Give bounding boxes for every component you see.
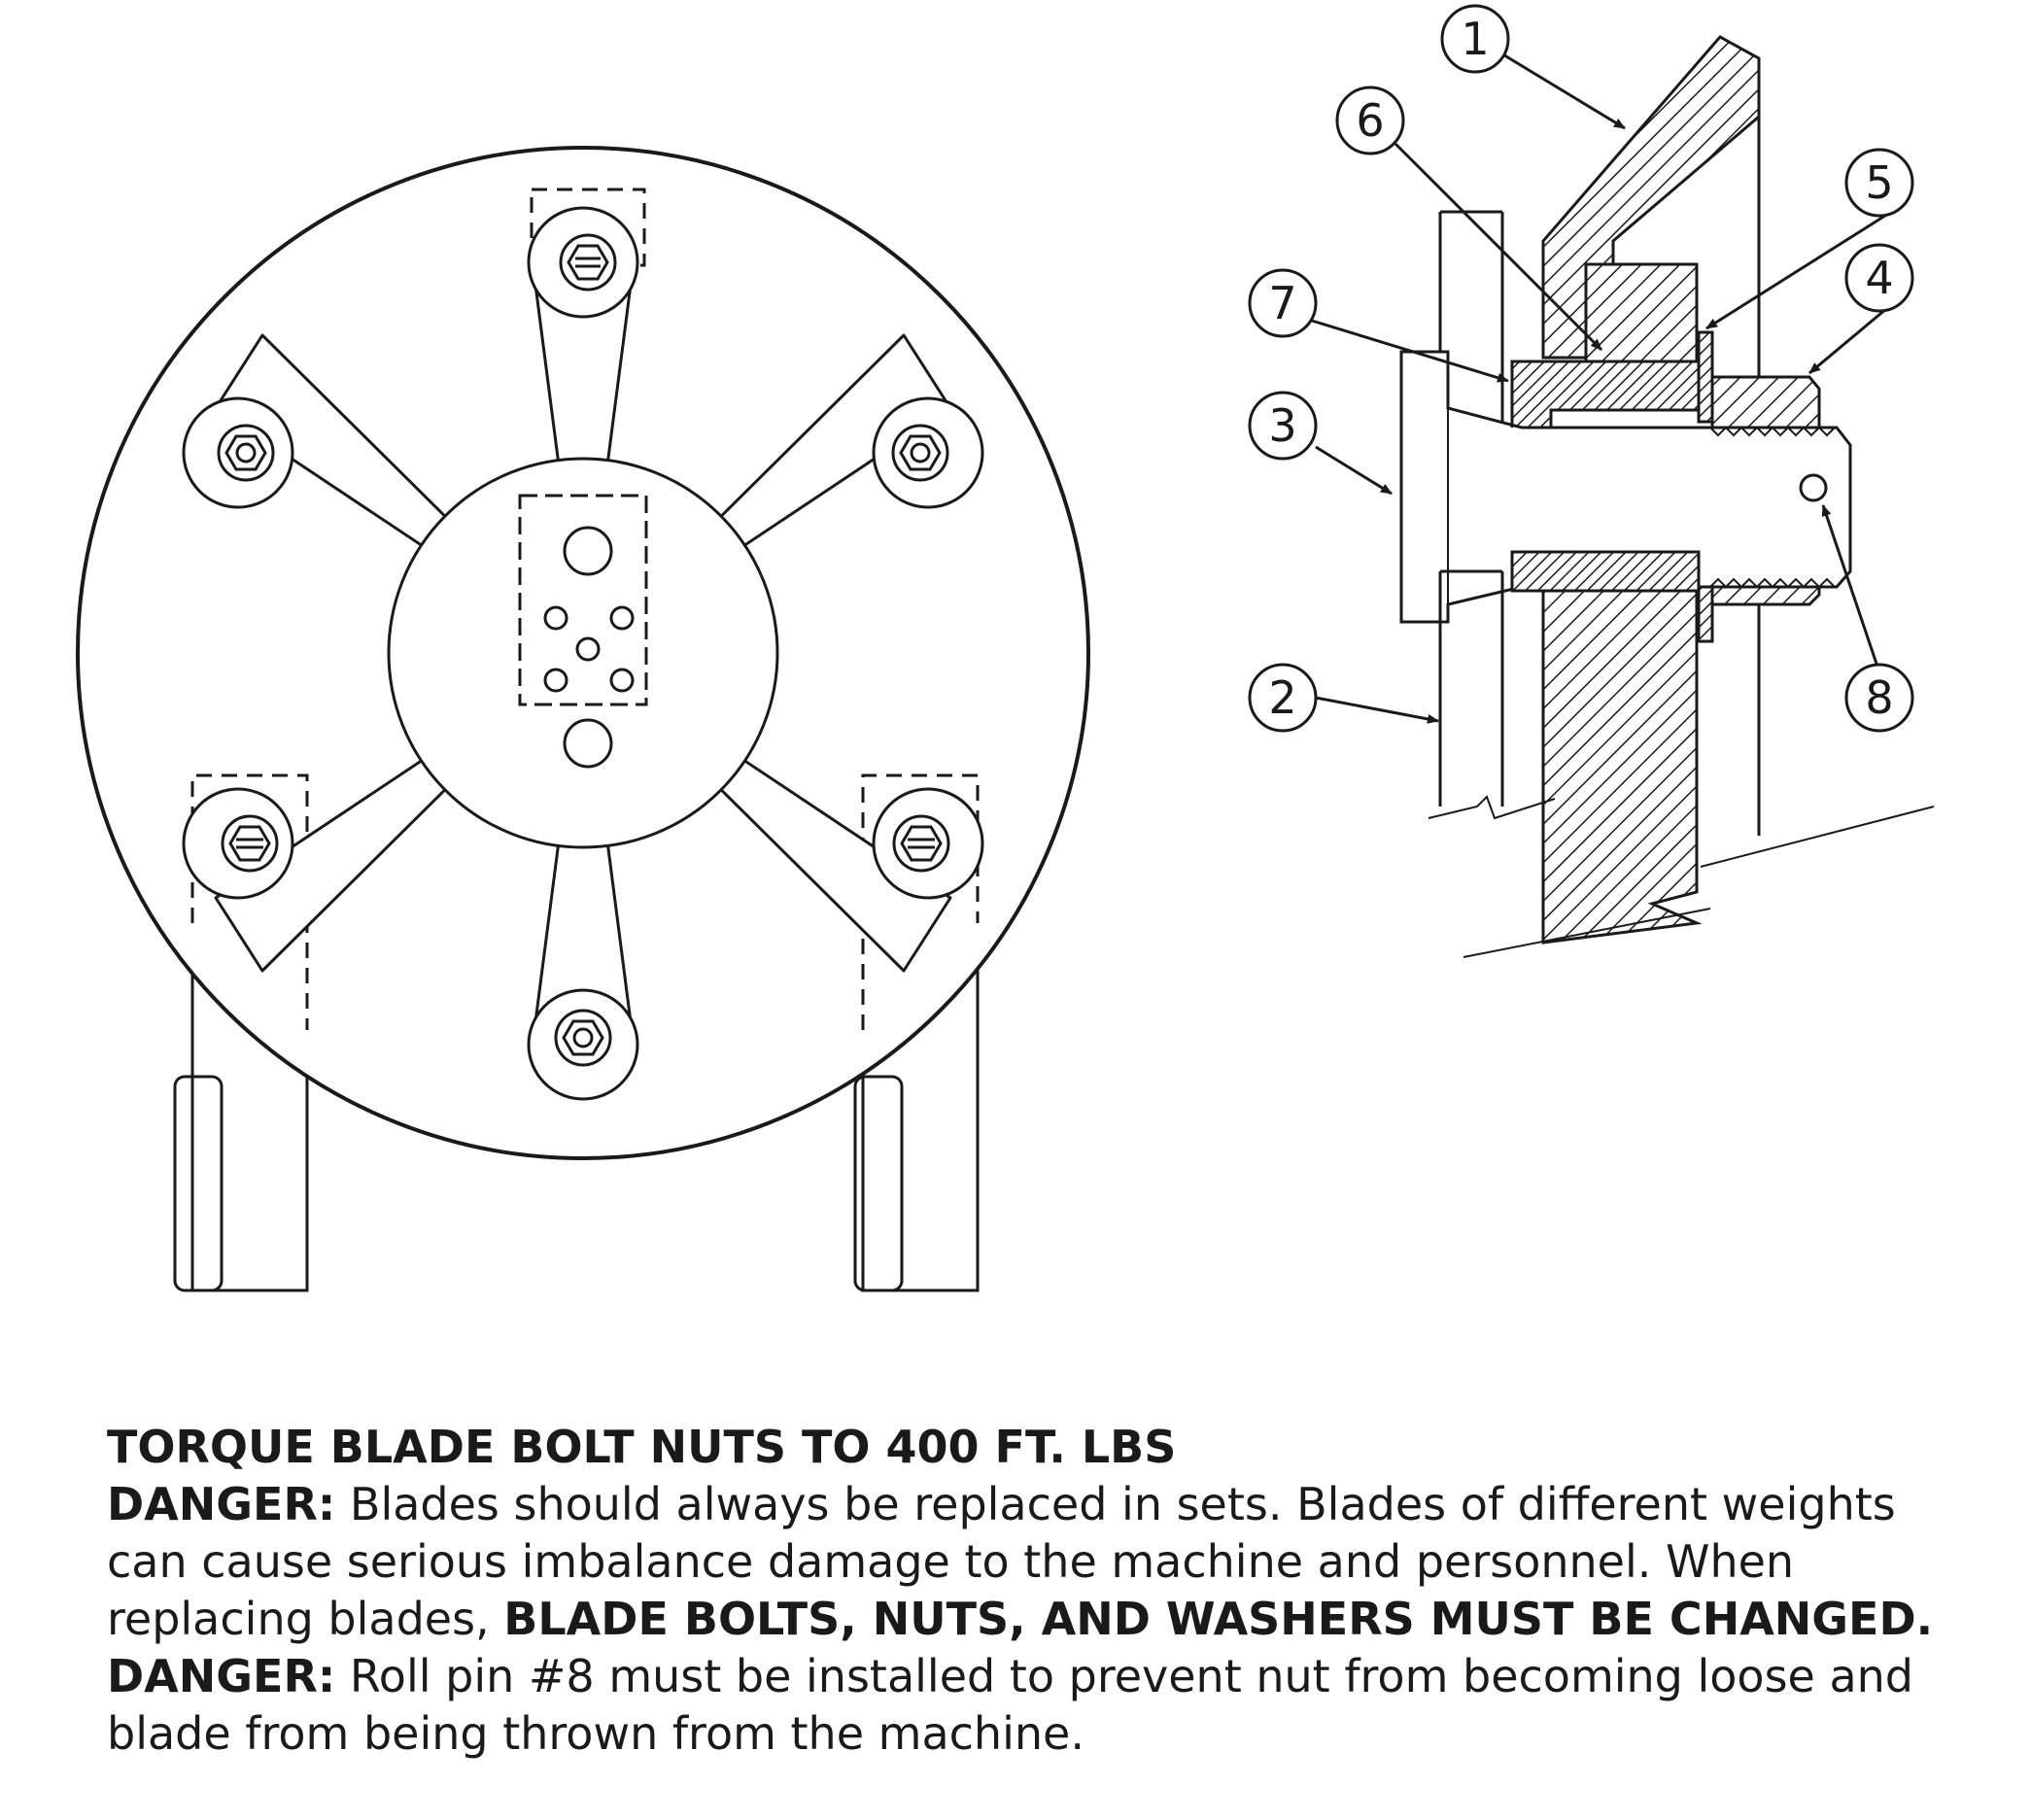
roll-pin [1799, 473, 1828, 502]
blade-lower-section [1541, 589, 1703, 944]
lower-bushing [1510, 550, 1701, 593]
blade-bolt-nuts [217, 233, 950, 1067]
blade-spider [182, 206, 984, 1101]
callout-6-label: 6 [1356, 94, 1384, 147]
callout-3-label: 3 [1268, 399, 1296, 452]
danger-note-roll-pin: DANGER: Roll pin #8 must be installed to… [107, 1648, 1953, 1763]
callout-6: 6 [1335, 86, 1405, 155]
rotor-front-view [76, 146, 1090, 1292]
danger-note-blades: DANGER: Blades should always be replaced… [107, 1476, 1953, 1648]
danger-text: Blades should always be replaced in sets… [107, 1478, 1896, 1645]
clamp-block [1584, 262, 1699, 367]
break-lines [1428, 795, 1935, 958]
bolt-nut [1710, 375, 1821, 429]
callout-7-label: 7 [1268, 277, 1296, 329]
hex-nut-icon [891, 424, 949, 482]
callout-8-label: 8 [1865, 671, 1893, 724]
hex-nut-icon [221, 814, 279, 873]
callout-1-label: 1 [1461, 13, 1489, 65]
callout-4-label: 4 [1865, 252, 1893, 304]
bushing [1510, 360, 1701, 429]
bolt-nut-lower [1710, 585, 1821, 606]
hex-nut-icon [217, 424, 275, 482]
safety-notes: TORQUE BLADE BOLT NUTS TO 400 FT. LBS DA… [107, 1419, 1953, 1763]
lock-washer [1697, 330, 1714, 424]
callout-7: 7 [1248, 268, 1318, 338]
callout-5-label: 5 [1865, 156, 1893, 209]
bolt-cross-section [1399, 35, 1935, 958]
torque-heading: TORQUE BLADE BOLT NUTS TO 400 FT. LBS [107, 1421, 1177, 1473]
callout-2-label: 2 [1268, 671, 1296, 724]
danger-text: Roll pin #8 must be installed to prevent… [107, 1650, 1914, 1760]
callout-4: 4 [1844, 243, 1914, 313]
callout-8: 8 [1844, 663, 1914, 733]
callout-3: 3 [1248, 391, 1318, 461]
blade-assembly-diagram: 1 2 3 4 5 6 7 8 [76, 4, 1935, 1292]
danger-emphasis: BLADE BOLTS, NUTS, AND WASHERS MUST BE C… [503, 1593, 1934, 1645]
callout-5: 5 [1844, 148, 1914, 218]
hex-nut-icon [892, 814, 950, 873]
hub-plate [518, 494, 648, 769]
callout-1: 1 [1440, 4, 1510, 74]
danger-label: DANGER: [107, 1478, 336, 1530]
rotor-wall-lower [1438, 361, 1514, 807]
hex-nut-icon [559, 233, 617, 292]
danger-label: DANGER: [107, 1650, 336, 1702]
hex-nut-icon [554, 1009, 612, 1067]
callout-2: 2 [1248, 663, 1318, 733]
